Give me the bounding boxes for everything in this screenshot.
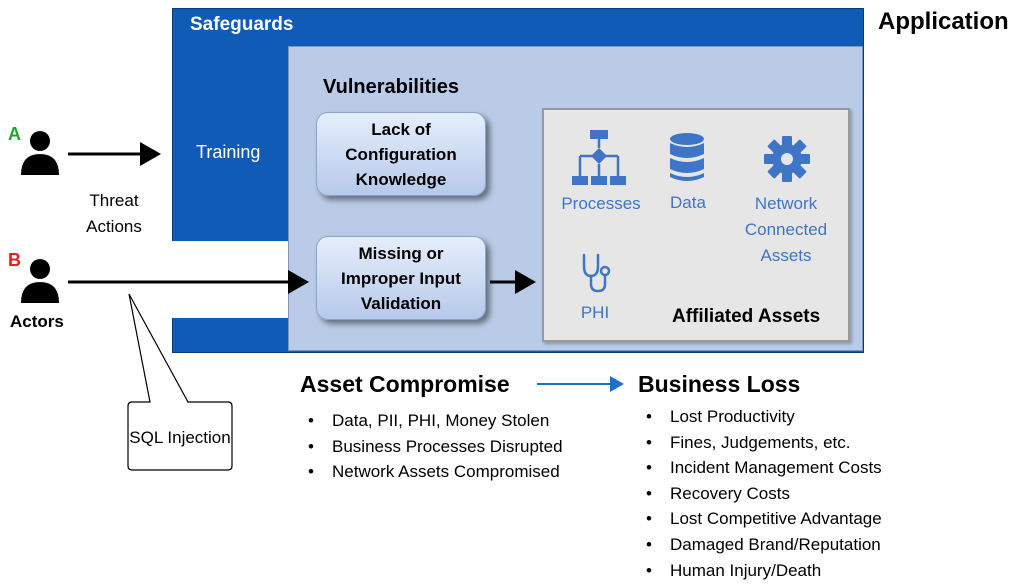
business-loss-title: Business Loss <box>638 371 801 397</box>
list-item: Business Processes Disrupted <box>302 434 563 460</box>
list-item: Network Assets Compromised <box>302 459 563 485</box>
list-item: Lost Competitive Advantage <box>640 506 882 532</box>
safeguards-title: Safeguards <box>190 14 294 35</box>
stethoscope-icon <box>582 253 611 293</box>
actor-a-letter: A <box>8 124 21 144</box>
asset-label-phi: PHI <box>580 303 610 322</box>
training-label: Training <box>196 142 261 162</box>
safeguards-gap <box>170 241 288 318</box>
person-icon <box>21 131 59 175</box>
list-item: Recovery Costs <box>640 481 882 507</box>
application-title: Application <box>878 8 1009 35</box>
flowchart-icon <box>572 130 626 185</box>
vulnerability-config-knowledge: Lack of Configuration Knowledge <box>316 112 486 196</box>
list-item: Fines, Judgements, etc. <box>640 430 882 456</box>
threat-actions-label: Threat Actions <box>86 191 142 236</box>
asset-label-network: Network Connected Assets <box>744 194 828 265</box>
list-item: Human Injury/Death <box>640 558 882 584</box>
database-icon <box>670 133 704 181</box>
actors-label: Actors <box>10 312 64 331</box>
callout-bubble <box>127 293 233 471</box>
list-item: Data, PII, PHI, Money Stolen <box>302 408 563 434</box>
asset-label-processes: Processes <box>561 194 641 213</box>
vulnerability-input-validation: Missing or Improper Input Validation <box>316 236 486 320</box>
vulnerabilities-title: Vulnerabilities <box>323 76 459 98</box>
affiliated-assets-title: Affiliated Assets <box>672 306 821 327</box>
person-icon <box>21 259 59 303</box>
gear-icon <box>764 136 810 182</box>
actor-b-letter: B <box>8 250 21 270</box>
list-item: Incident Management Costs <box>640 455 882 481</box>
list-item: Damaged Brand/Reputation <box>640 532 882 558</box>
asset-label-data: Data <box>670 193 706 212</box>
list-item: Lost Productivity <box>640 404 882 430</box>
asset-compromise-title: Asset Compromise <box>300 371 510 397</box>
sql-injection-callout: SQL Injection <box>129 427 231 447</box>
asset-compromise-list: Data, PII, PHI, Money Stolen Business Pr… <box>302 408 563 485</box>
business-loss-list: Lost Productivity Fines, Judgements, etc… <box>640 404 882 583</box>
